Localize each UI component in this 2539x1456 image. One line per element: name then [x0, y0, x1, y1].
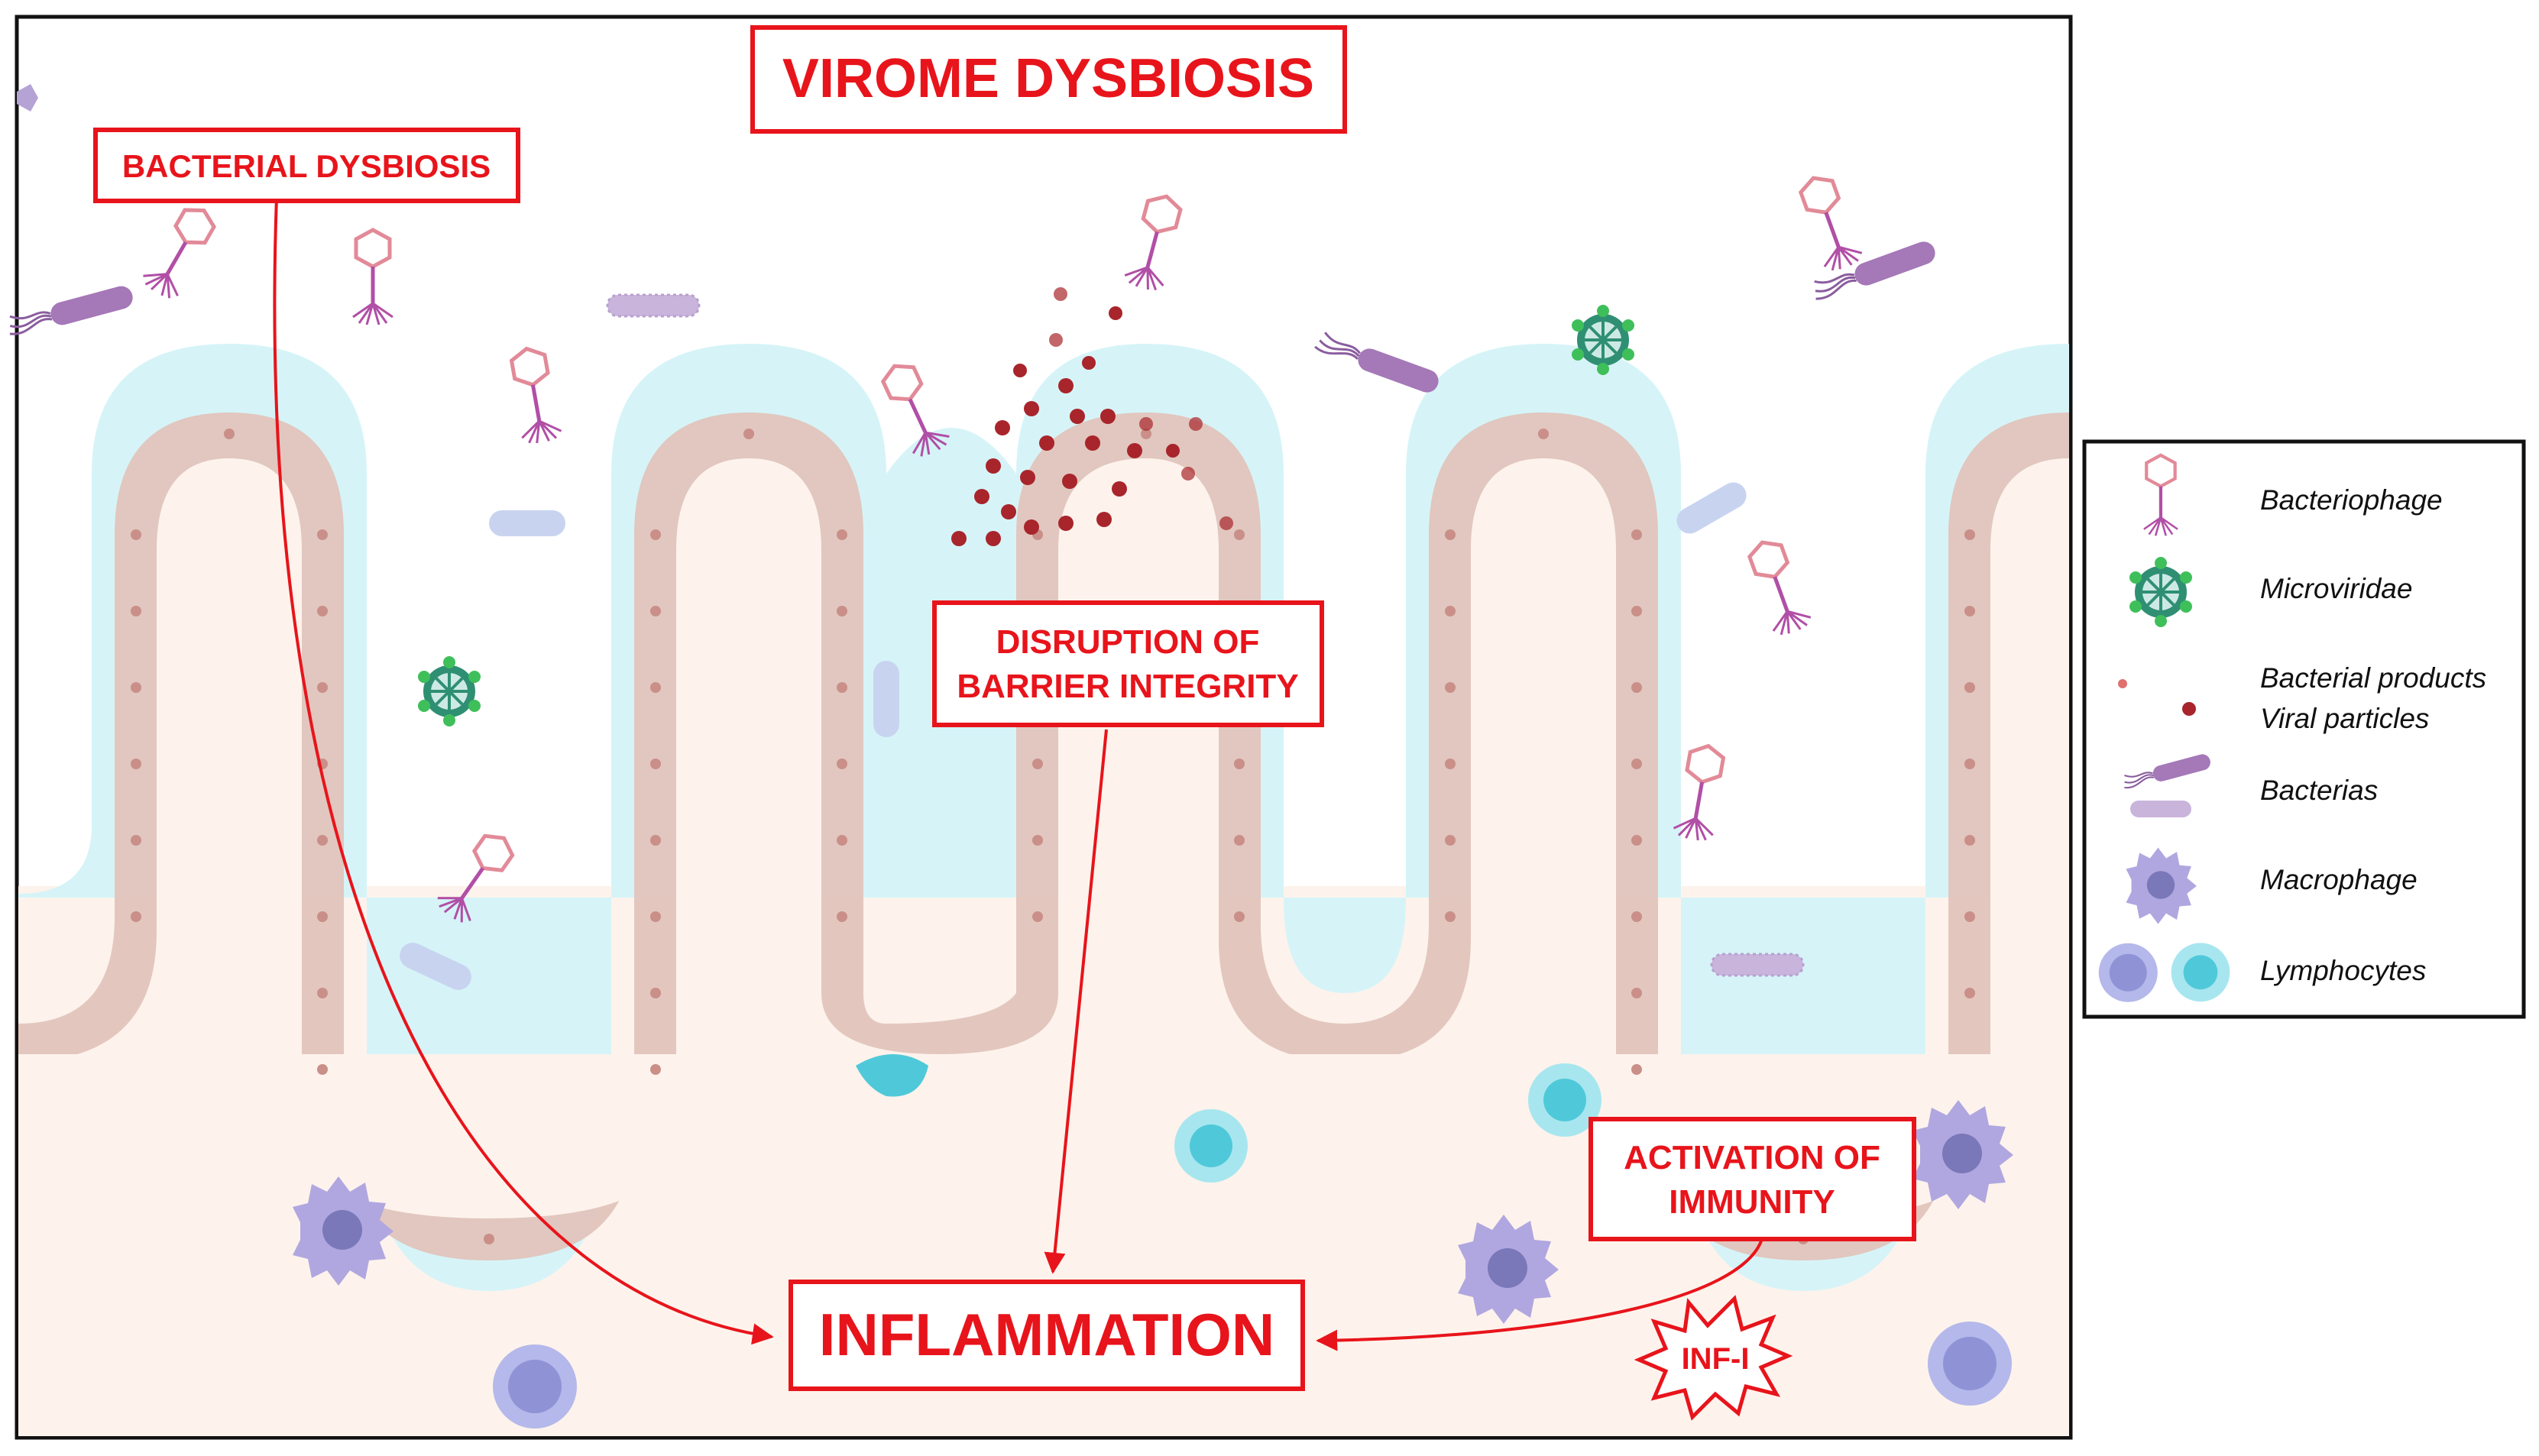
legend-label: Bacteriophage [2260, 484, 2443, 516]
immunity-label-line1: ACTIVATION OF [1624, 1139, 1880, 1176]
bacteria-icon [489, 510, 565, 536]
lymphocyte-icon [493, 1344, 577, 1428]
particles-icon [951, 287, 1233, 546]
legend-box [2082, 439, 2526, 1019]
intestinal-villi [18, 344, 2069, 1291]
barrier-box [932, 600, 1324, 727]
lymphocyte-icon [2098, 943, 2158, 1002]
bacterial-dysbiosis-label: BACTERIAL DYSBIOSIS [122, 148, 491, 184]
arrow-barrier-to-inflammation [1044, 729, 1108, 1274]
bacterial-dysbiosis-box [93, 128, 520, 203]
legend-label: Microviridae [2260, 573, 2412, 604]
lymphocyte-icon [856, 1054, 928, 1097]
inf-label: INF-I [1682, 1342, 1750, 1376]
villus-core [18, 458, 2069, 1218]
legend: Bacteriophage Microviridae Bacterial pro… [2082, 439, 2526, 1019]
bacteria-icon [873, 661, 899, 737]
legend-label: Bacterial products [2260, 662, 2486, 694]
legend-label: Bacterias [2260, 775, 2378, 806]
lymphocyte-icon [2171, 943, 2230, 1002]
bacteria-icon [2130, 801, 2191, 817]
arrow-bacterial-to-inflammation [273, 196, 774, 1345]
title: VIROME DYSBIOSIS [782, 48, 1314, 109]
legend-label: Lymphocytes [2260, 955, 2426, 986]
legend-label: Macrophage [2260, 864, 2418, 895]
immunity-label-line2: IMMUNITY [1669, 1183, 1835, 1221]
bacteria-icon [1710, 953, 1805, 977]
inflammation-label: INFLAMMATION [819, 1301, 1274, 1368]
inflammation-box [789, 1280, 1305, 1391]
particles-icon [2118, 679, 2196, 716]
bacteria-icon [17, 84, 38, 112]
barrier-label-line1: DISRUPTION OF [996, 623, 1260, 661]
lymphocyte-icon [1928, 1322, 2012, 1406]
title-box [750, 25, 1347, 134]
lumen-microbes [4, 84, 1940, 995]
lymphocyte-icon [1174, 1109, 1248, 1183]
inf-burst [1634, 1295, 1793, 1421]
barrier-label-line2: BARRIER INTEGRITY [957, 668, 1298, 705]
immunity-box [1588, 1117, 1916, 1241]
arrow-immunity-to-inflammation [1316, 1238, 1763, 1351]
immune-cells [293, 1054, 2013, 1428]
legend-label: Viral particles [2260, 703, 2429, 734]
bacteria-icon [606, 293, 701, 318]
